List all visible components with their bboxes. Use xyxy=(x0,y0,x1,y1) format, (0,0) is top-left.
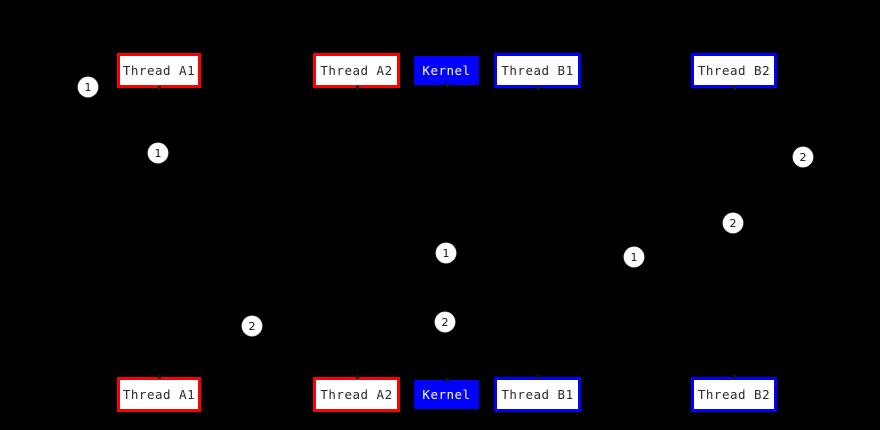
lifeline-anchor-tick xyxy=(445,378,449,382)
lifeline-anchor-tick xyxy=(536,86,540,90)
step-badge-2: 2 xyxy=(723,213,743,233)
lifeline-anchor-tick xyxy=(536,375,540,379)
lifeline xyxy=(356,88,357,377)
lifeline-anchor-tick xyxy=(355,375,359,379)
step-badge-2: 2 xyxy=(793,147,813,167)
participant-box-thread-b1[interactable]: Thread B1 xyxy=(494,377,581,412)
participant-box-kernel[interactable]: Kernel xyxy=(414,380,479,409)
lifeline-anchor-tick xyxy=(733,375,736,379)
step-badge-1: 1 xyxy=(436,243,456,263)
lifeline-anchor-tick xyxy=(445,83,449,87)
participant-box-thread-a1[interactable]: Thread A1 xyxy=(117,377,201,412)
step-badge-1: 1 xyxy=(624,247,644,267)
lifeline-anchor-tick xyxy=(733,86,736,90)
lifeline xyxy=(537,88,538,377)
lifeline-anchor-tick xyxy=(355,86,359,90)
lifeline xyxy=(446,85,447,380)
step-badge-1: 1 xyxy=(78,77,98,97)
lifeline-anchor-tick xyxy=(158,375,161,379)
participant-box-thread-b2[interactable]: Thread B2 xyxy=(691,53,777,88)
lifeline-anchor-tick xyxy=(158,86,161,90)
step-badge-1: 1 xyxy=(148,143,168,163)
participant-box-thread-a2[interactable]: Thread A2 xyxy=(313,377,400,412)
participant-box-kernel[interactable]: Kernel xyxy=(414,56,479,85)
participant-box-thread-b1[interactable]: Thread B1 xyxy=(494,53,581,88)
step-badge-2: 2 xyxy=(242,316,262,336)
step-badge-2: 2 xyxy=(435,312,455,332)
participant-box-thread-a1[interactable]: Thread A1 xyxy=(117,53,201,88)
participant-box-thread-a2[interactable]: Thread A2 xyxy=(313,53,400,88)
participant-box-thread-b2[interactable]: Thread B2 xyxy=(691,377,777,412)
lifeline xyxy=(159,88,160,377)
